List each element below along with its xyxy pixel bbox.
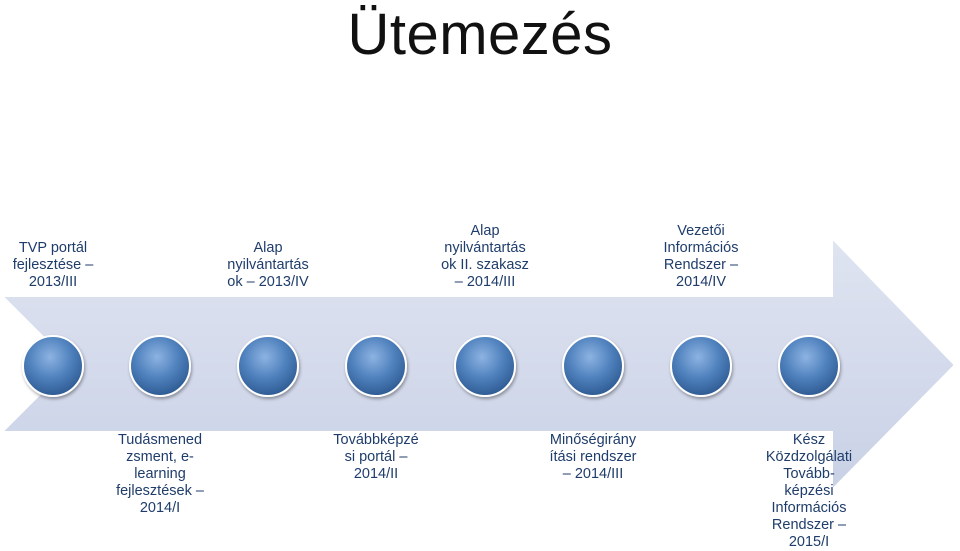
milestone-label-line: nyilvántartás — [444, 240, 526, 256]
milestone-label-line: 2014/I — [139, 500, 181, 516]
milestone-circle — [778, 335, 840, 397]
milestone-label-line: TVP portál — [18, 240, 88, 256]
milestone-label-line: képzési — [784, 483, 834, 499]
milestone-label-line: nyilvántartás — [227, 257, 309, 273]
milestone-circle — [670, 335, 732, 397]
milestone-label-line: fejlesztése – — [12, 257, 94, 273]
milestone-label-line: – 2014/III — [562, 466, 624, 482]
milestone-label-line: ok II. szakasz — [441, 257, 529, 273]
milestone-circle — [345, 335, 407, 397]
milestone-label-line: Alap — [470, 223, 500, 239]
milestone-circle — [454, 335, 516, 397]
milestone-label-line: Továbbképzé — [333, 432, 419, 448]
milestone-label-line: Közdzolgálati — [765, 449, 853, 465]
milestone-label-line: Minőségirány — [549, 432, 637, 448]
milestone-circles — [22, 335, 840, 397]
milestone-label-line: si portál – — [344, 449, 408, 465]
milestone-label-line: 2014/IV — [676, 274, 726, 290]
milestone-label-line: Tovább- — [783, 466, 835, 482]
milestone-label-line: – 2014/III — [454, 274, 516, 290]
milestone-label-line: ok – 2013/IV — [227, 274, 309, 290]
milestone-circle — [237, 335, 299, 397]
milestone-label-line: Vezetői — [677, 223, 725, 239]
milestone-label-line: Tudásmened — [117, 432, 203, 448]
milestone-label-line: Rendszer – — [771, 517, 847, 533]
diagram-title: Ütemezés — [347, 2, 613, 67]
milestone-circle — [129, 335, 191, 397]
milestone-label-line: Információs — [663, 240, 739, 256]
milestone-label-line: Kész — [792, 432, 826, 448]
milestone-label-line: zsment, e- — [126, 449, 194, 465]
milestone-label-line: Alap — [253, 240, 283, 256]
milestone-label-line: Rendszer – — [663, 257, 739, 273]
milestone-label-line: fejlesztések – — [116, 483, 204, 499]
milestone-label-line: ítási rendszer — [549, 449, 637, 465]
milestone-label-line: learning — [134, 466, 186, 482]
milestone-circle — [22, 335, 84, 397]
milestone-label-line: 2014/II — [353, 466, 399, 482]
milestone-label-line: 2015/I — [788, 534, 830, 550]
milestone-label-line: Információs — [771, 500, 847, 516]
milestone-label-line: 2013/III — [28, 274, 78, 290]
milestone-circle — [562, 335, 624, 397]
